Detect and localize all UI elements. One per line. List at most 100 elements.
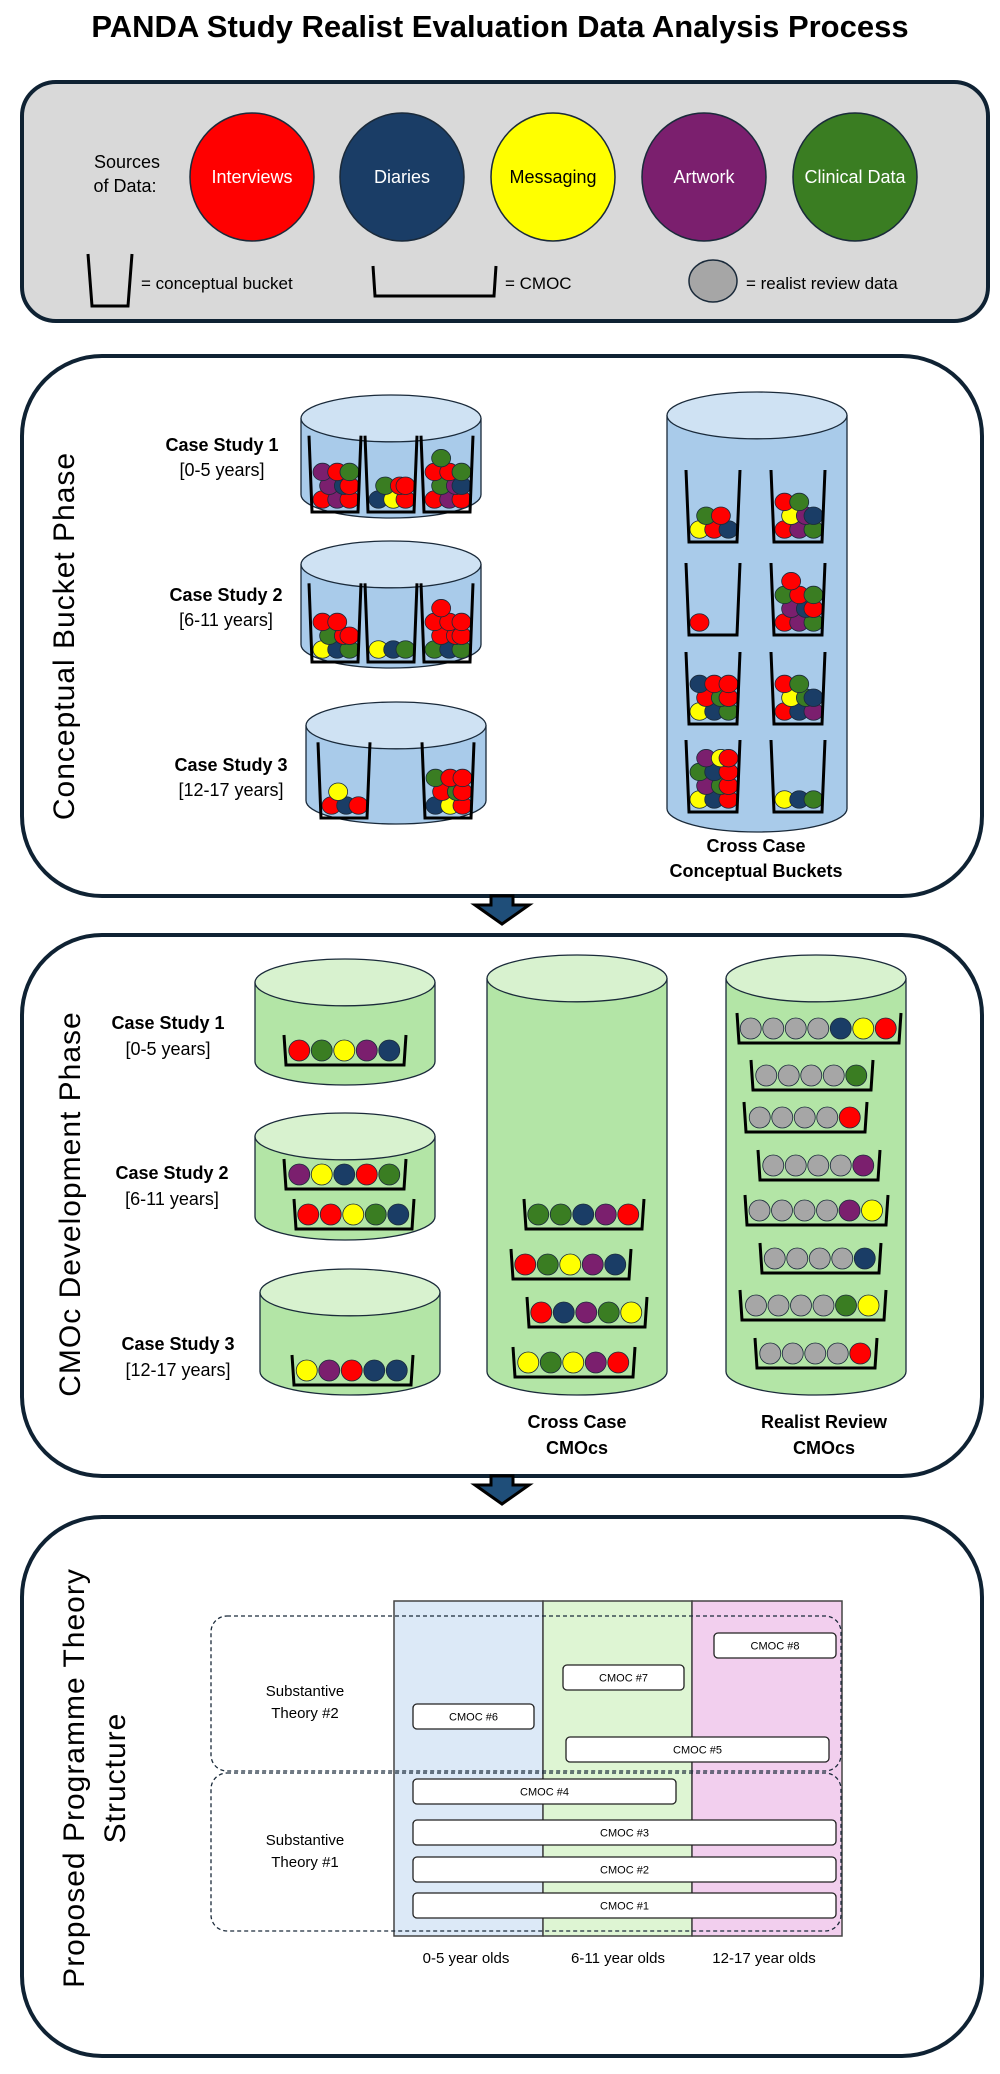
data-ball — [594, 1203, 617, 1226]
realist-review-ball — [755, 1064, 778, 1087]
down-arrow-icon — [470, 1474, 534, 1506]
realist-review-ball — [812, 1294, 835, 1317]
cylinder-top — [725, 954, 907, 1003]
data-ball — [584, 1351, 607, 1374]
cmoc-case-study-2-range: [6-11 years] — [125, 1189, 219, 1209]
cmoc-development-panel: CMOc Development Phase Case Study 1 [0-5… — [20, 933, 984, 1478]
source-circle — [641, 112, 767, 242]
data-ball — [718, 749, 739, 768]
data-ball — [562, 1351, 585, 1374]
bucket-outline — [420, 742, 476, 820]
case-study-2-cylinder — [300, 540, 482, 669]
data-ball — [333, 1039, 356, 1062]
cmoc-box-5: CMOC #5 — [565, 1736, 830, 1763]
conceptual-cylinders — [300, 391, 848, 833]
source-clinical-data: Clinical Data — [792, 112, 918, 242]
data-ball — [617, 1203, 640, 1226]
cmoc-box-3: CMOC #3 — [412, 1819, 837, 1846]
cb-cross-case-label-line1: Cross Case — [706, 836, 805, 856]
source-circle — [490, 112, 616, 242]
cmoc-box-1: CMOC #1 — [412, 1892, 837, 1919]
data-ball — [710, 506, 731, 525]
conceptual-bucket-panel: Conceptual Bucket Phase Case Study 1 [0-… — [20, 354, 984, 898]
theory-1-label-line1: Substantive — [266, 1832, 344, 1849]
cb-case-study-1-range: [0-5 years] — [179, 460, 264, 480]
cylinder-top — [254, 1112, 436, 1161]
realist-review-label-line1: Realist Review — [761, 1412, 888, 1432]
data-ball — [340, 1359, 363, 1382]
bucket-outline — [307, 583, 363, 664]
realist-review-ball — [771, 1199, 793, 1222]
cmoc-box-frame — [412, 1856, 837, 1883]
data-ball — [853, 1247, 876, 1270]
cmoc-box-frame — [412, 1778, 677, 1805]
data-ball — [539, 1351, 562, 1374]
bucket-outline — [769, 651, 827, 726]
realist-review-cmoc-tray — [756, 1149, 882, 1182]
bucket-outline — [419, 435, 475, 514]
data-ball — [517, 1351, 540, 1374]
data-ball — [348, 796, 369, 815]
cmoc-box-label: CMOC #3 — [600, 1828, 649, 1840]
data-ball — [333, 1163, 356, 1186]
realist-review-cmoc-tray — [738, 1289, 888, 1322]
cmoc-box-frame — [412, 1703, 535, 1730]
cross-case-bucket — [769, 651, 827, 726]
conceptual-bucket-icon — [86, 253, 134, 308]
source-circle — [189, 112, 315, 242]
bucket-outline — [316, 742, 372, 820]
data-ball — [857, 1294, 880, 1317]
source-label: Artwork — [673, 167, 735, 187]
source-label: Diaries — [374, 167, 430, 187]
realist-review-ball — [793, 1199, 816, 1222]
age-column-0-5 — [393, 1600, 544, 1937]
theory-2-label-line2: Theory #2 — [271, 1705, 339, 1722]
data-ball — [803, 688, 824, 707]
cmoc-box-label: CMOC #6 — [449, 1712, 498, 1724]
bucket-outline — [769, 562, 827, 637]
realist-review-ball — [763, 1247, 786, 1270]
cmoc-case-study-2-cylinder — [254, 1112, 436, 1241]
conceptual-bucket — [363, 435, 419, 514]
cb-case-study-1-label: Case Study 1 — [165, 435, 278, 455]
data-ball — [451, 462, 472, 482]
bucket-outline — [684, 469, 742, 544]
realist-review-cmoc-cylinder — [725, 954, 907, 1396]
data-ball — [718, 674, 739, 694]
data-ball — [835, 1294, 857, 1317]
realist-review-ball — [762, 1154, 785, 1177]
cross-case-bucket — [684, 469, 742, 544]
data-ball — [789, 674, 810, 694]
realist-review-ball — [784, 1154, 807, 1177]
conceptual-bucket — [307, 583, 363, 664]
data-ball — [845, 1064, 868, 1087]
cmoc-tray — [509, 1248, 633, 1281]
page-title: PANDA Study Realist Evaluation Data Anal… — [91, 9, 908, 44]
data-ball — [597, 1301, 620, 1324]
conceptual-bucket — [420, 742, 476, 820]
cmoc-tray — [511, 1346, 637, 1379]
cmoc-cross-case-label-line1: Cross Case — [527, 1412, 626, 1432]
cmoc-case-study-1-cylinder — [254, 958, 436, 1086]
age-column-6-11 — [542, 1600, 693, 1937]
cmoc-box-4: CMOC #4 — [412, 1778, 677, 1805]
source-label: Interviews — [211, 167, 292, 187]
source-messaging: Messaging — [490, 112, 616, 242]
data-ball — [378, 1163, 401, 1186]
data-ball — [849, 1342, 872, 1365]
cb-case-study-2-label: Case Study 2 — [169, 585, 282, 605]
realist-review-ball — [831, 1247, 854, 1270]
cmoc-tray — [282, 1158, 408, 1191]
realist-review-ball — [826, 1342, 849, 1365]
cmoc-legend-label: = CMOC — [505, 274, 572, 293]
source-artwork: Artwork — [641, 112, 767, 242]
realist-review-ball — [800, 1064, 823, 1087]
source-circle — [339, 112, 465, 242]
cross-case-bucket — [684, 739, 742, 814]
realist-review-ball — [762, 1017, 785, 1040]
cb-case-study-3-label: Case Study 3 — [174, 755, 287, 775]
data-ball — [838, 1106, 861, 1129]
cross-case-cmoc-tray — [509, 1248, 633, 1281]
cmoc-phase-title: CMOc Development Phase — [54, 1011, 87, 1397]
